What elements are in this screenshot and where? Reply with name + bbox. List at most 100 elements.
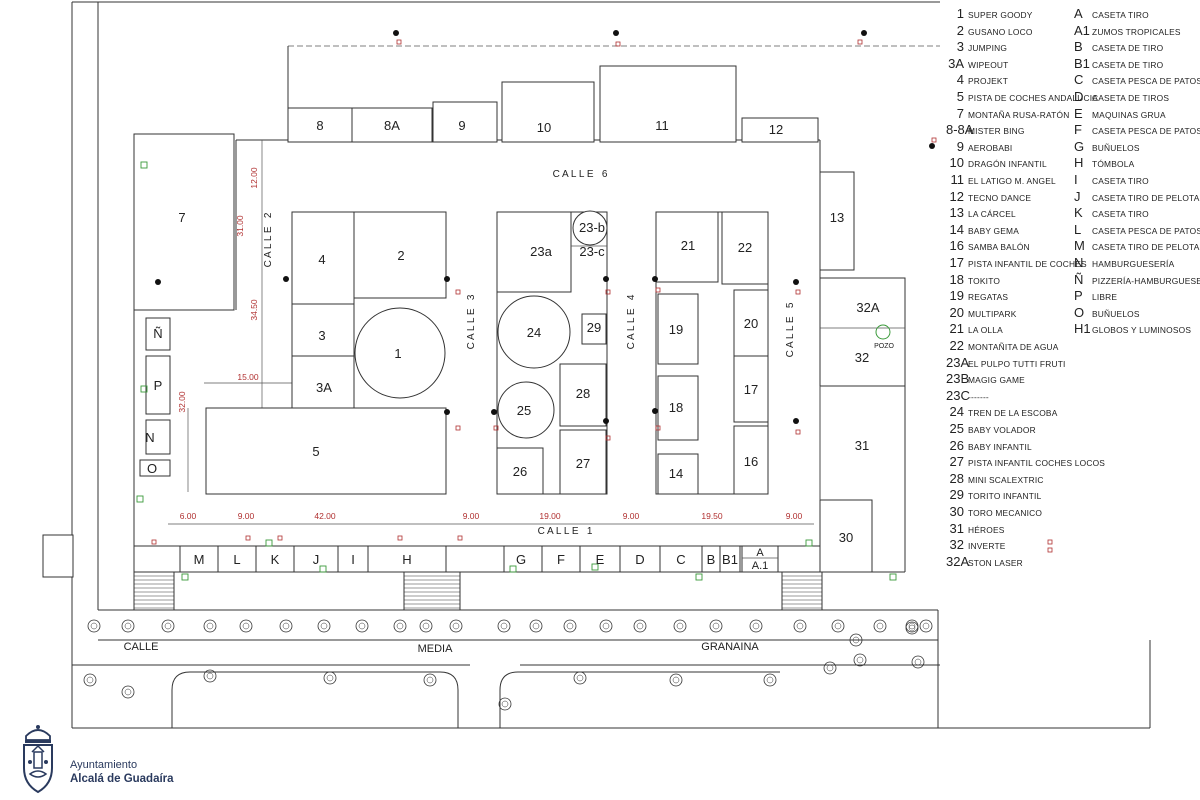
legend-name: GUSANO LOCO [968,26,1033,37]
legend-key: 32A [946,553,970,569]
dimension-labels: 12.00 31.00 34.50 32.00 15.00 6.00 9.00 … [177,167,803,521]
legend-name: MAGIG GAME [968,375,1025,386]
legend-name: BABY INFANTIL [968,441,1032,452]
booth-f: F [557,552,565,567]
legend-key: A1 [1074,22,1090,38]
booth-12: 12 [769,122,783,137]
legend-row: H TÓMBOLA [1074,155,1134,171]
tree-core [922,622,930,630]
tree-crown [419,619,433,633]
tree-core [676,622,684,630]
booth-7: 7 [178,210,185,225]
legend-key: K [1074,205,1083,221]
lamp-post-icon [444,409,450,415]
tree-core [876,622,884,630]
legend-key: 11 [950,172,965,187]
booth-n: N [145,430,154,445]
legend-name: STON LASER [968,557,1023,568]
green-marker-icon [140,161,148,169]
tree-core [206,672,214,680]
tree-icon [279,619,293,633]
booth-16: 16 [744,454,758,469]
booth-25: 25 [517,403,531,418]
red-marker-icon [615,41,621,47]
legend-key: 7 [956,105,964,121]
booth-29: 29 [587,320,601,335]
tree-icon [673,619,687,633]
legend-key: 25 [949,421,964,436]
municipality-brand: Ayuntamiento Alcalá de Guadaíra [70,759,174,785]
red-marker-icon [396,39,402,45]
legend-key: H [1074,155,1084,171]
legend-name: MULTIPARK [968,308,1017,319]
street-calle-1: C A L L E 1 [538,526,593,537]
booth-11: 11 [655,118,669,133]
booth-32a: 32A [856,300,879,315]
tree-icon [793,619,807,633]
booth-p: P [154,378,163,393]
bottom-booth-row [179,545,779,573]
legend-key: 17 [949,255,964,270]
tree-core [501,700,509,708]
tree-icon [239,619,253,633]
tree-core [826,664,834,672]
booth-4: 4 [318,252,325,267]
tree-core [672,676,680,684]
legend-key: 31 [949,520,964,536]
tree-core [124,622,132,630]
tree-core [852,636,860,644]
legend-key: 18 [949,271,964,287]
legend-key: 16 [949,238,964,254]
legend-key: H1 [1074,321,1091,337]
lamp-post-icon [793,418,799,424]
tree-icon [763,673,777,687]
legend-key: 26 [949,437,964,453]
legend-name: SUPER GOODY [968,10,1033,20]
legend-name: TÓMBOLA [1092,159,1135,170]
tree-crown [823,661,837,675]
red-marker-icon [245,535,251,541]
legend-row: 23C------- [946,388,989,404]
legend-key: 20 [949,304,964,320]
tree-core [358,622,366,630]
green-marker-icon [695,573,703,581]
legend-key: 29 [949,487,964,503]
booth-o: O [147,461,157,476]
green-marker-icon [889,573,897,581]
street-calle-3: C A L L E 3 [466,294,477,349]
red-marker-icon [397,535,403,541]
legend-key: B [1074,39,1083,55]
tree-crown [317,619,331,633]
legend-key: 30 [949,504,964,519]
booth-17: 17 [744,382,758,397]
tree-crown [529,619,543,633]
legend-name: BUÑUELOS [1092,142,1140,153]
legend-name: CASETA TIRO [1092,176,1149,186]
pozo-label: POZO [874,343,894,350]
legend-name: EL PULPO TUTTI FRUTI [968,358,1066,369]
tree-crown [919,619,933,633]
booth-m: M [194,552,205,567]
booth-14: 14 [669,466,683,481]
legend-row: 20 MULTIPARK [946,305,1017,321]
booth-i: I [351,552,355,567]
tree-core [86,676,94,684]
tree-crown [161,619,175,633]
legend-key: C [1074,72,1084,88]
legend-name: PISTA INFANTIL DE COCHES [968,259,1087,269]
legend-name: MINI SCALEXTRIC [968,474,1044,485]
tree-crown [669,673,683,687]
legend-key: 14 [949,221,964,237]
tree-crown [497,619,511,633]
